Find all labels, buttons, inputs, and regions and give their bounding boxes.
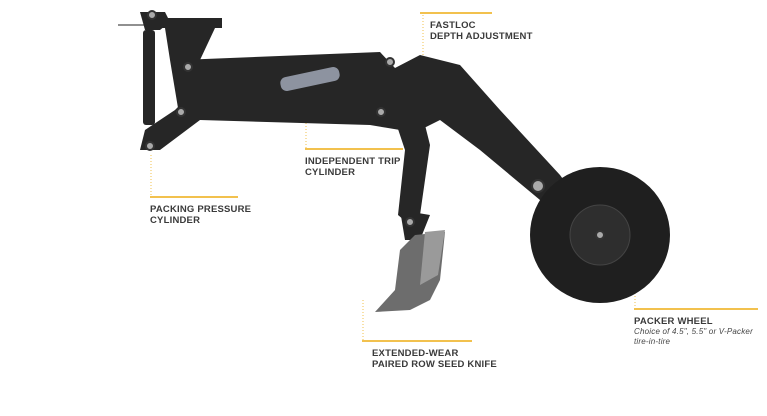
callout-title: CYLINDER (150, 215, 201, 226)
callout-accent-line (305, 148, 403, 150)
pivot-bolts (145, 10, 605, 240)
callout-fastloc-depth-adjustment: FASTLOC DEPTH ADJUSTMENT (420, 12, 533, 42)
callout-title: EXTENDED-WEAR (372, 348, 459, 359)
callout-packing-pressure-cylinder: PACKING PRESSURE CYLINDER (150, 196, 252, 226)
callout-accent-line (634, 308, 758, 310)
callout-independent-trip-cylinder: INDEPENDENT TRIP CYLINDER (305, 148, 403, 178)
callout-seed-knife: EXTENDED-WEAR PAIRED ROW SEED KNIFE (362, 340, 497, 370)
callout-accent-line (362, 340, 472, 342)
machine-frame (140, 12, 600, 245)
callout-title: CYLINDER (305, 167, 356, 178)
callout-title: FASTLOC (430, 20, 476, 31)
trip-cylinder (280, 67, 340, 91)
callout-description: Choice of 4.5", 5.5" or V-Packer (634, 327, 753, 336)
callout-description: tire-in-tire (634, 337, 671, 346)
callout-accent-line (150, 196, 238, 198)
callout-packer-wheel: PACKER WHEEL Choice of 4.5", 5.5" or V-P… (634, 308, 758, 347)
callout-title: INDEPENDENT TRIP (305, 156, 401, 167)
callout-title: PACKING PRESSURE (150, 204, 252, 215)
callout-title: PAIRED ROW SEED KNIFE (372, 359, 497, 370)
callout-accent-line (420, 12, 492, 14)
callout-title: PACKER WHEEL (634, 316, 713, 327)
callout-title: DEPTH ADJUSTMENT (430, 31, 533, 42)
